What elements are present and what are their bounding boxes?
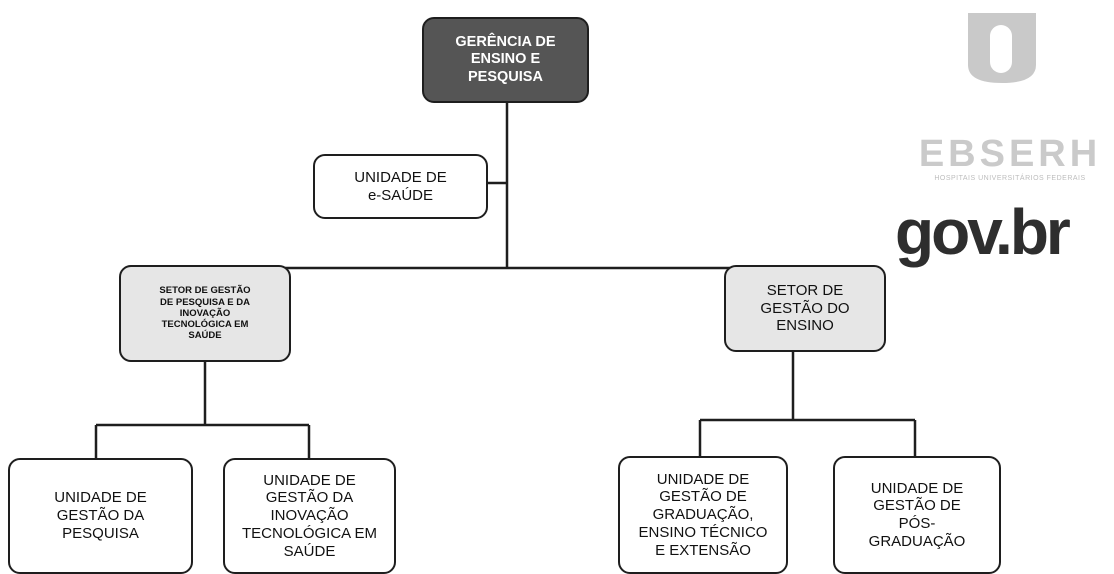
ebserh-wordmark: EBSERH <box>918 133 1102 175</box>
node-unidade-gestao-inovacao: UNIDADE DE GESTÃO DA INOVAÇÃO TECNOLÓGIC… <box>223 458 396 574</box>
node-unidade-esaude: UNIDADE DE e-SAÚDE <box>313 154 488 219</box>
ebserh-logo <box>968 13 1036 83</box>
node-unidade-gestao-pos-graduacao: UNIDADE DE GESTÃO DE PÓS- GRADUAÇÃO <box>833 456 1001 574</box>
node-setor-gestao-pesquisa-inovacao: SETOR DE GESTÃO DE PESQUISA E DA INOVAÇÃ… <box>119 265 291 362</box>
node-gerencia-ensino-pesquisa: GERÊNCIA DE ENSINO E PESQUISA <box>422 17 589 103</box>
govbr-logo: gov.br <box>895 196 1071 268</box>
node-unidade-gestao-graduacao: UNIDADE DE GESTÃO DE GRADUAÇÃO, ENSINO T… <box>618 456 788 574</box>
node-unidade-gestao-pesquisa: UNIDADE DE GESTÃO DA PESQUISA <box>8 458 193 574</box>
ebserh-tagline: HOSPITAIS UNIVERSITÁRIOS FEDERAIS <box>934 175 1086 182</box>
node-setor-gestao-ensino: SETOR DE GESTÃO DO ENSINO <box>724 265 886 352</box>
